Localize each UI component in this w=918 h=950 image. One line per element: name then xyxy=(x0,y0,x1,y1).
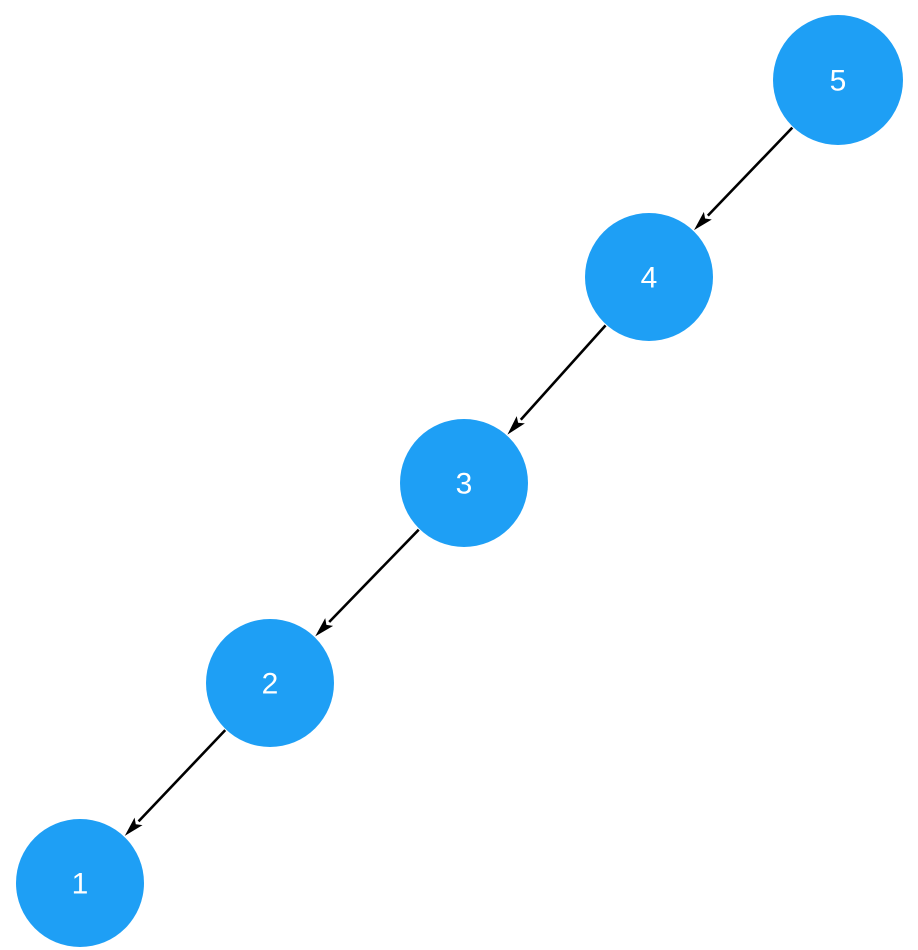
graph-node-3[interactable]: 3 xyxy=(400,419,528,547)
arrowhead-icon-3-2 xyxy=(315,618,334,637)
graph-node-5[interactable]: 5 xyxy=(773,15,903,145)
arrowhead-icon-4-3 xyxy=(507,416,525,435)
node-circle-2[interactable] xyxy=(206,619,334,747)
edge-line-2-1[interactable] xyxy=(137,729,227,823)
node-circle-3[interactable] xyxy=(400,419,528,547)
node-circle-1[interactable] xyxy=(16,819,144,947)
graph-edge[interactable] xyxy=(507,324,607,435)
graph-node-1[interactable]: 1 xyxy=(16,819,144,947)
arrowhead-icon-5-4 xyxy=(694,211,712,231)
graph-node-2[interactable]: 2 xyxy=(206,619,334,747)
edge-line-4-3[interactable] xyxy=(519,324,607,421)
node-circle-4[interactable] xyxy=(585,213,713,341)
graph-edge[interactable] xyxy=(694,126,794,231)
graph-node-4[interactable]: 4 xyxy=(585,213,713,341)
arrowhead-icon-2-1 xyxy=(124,817,143,836)
graph-edge[interactable] xyxy=(124,729,227,836)
edges-layer xyxy=(124,126,794,836)
edge-line-3-2[interactable] xyxy=(328,528,420,623)
graph-edge[interactable] xyxy=(315,528,420,637)
node-circle-5[interactable] xyxy=(773,15,903,145)
edge-line-5-4[interactable] xyxy=(706,126,794,217)
